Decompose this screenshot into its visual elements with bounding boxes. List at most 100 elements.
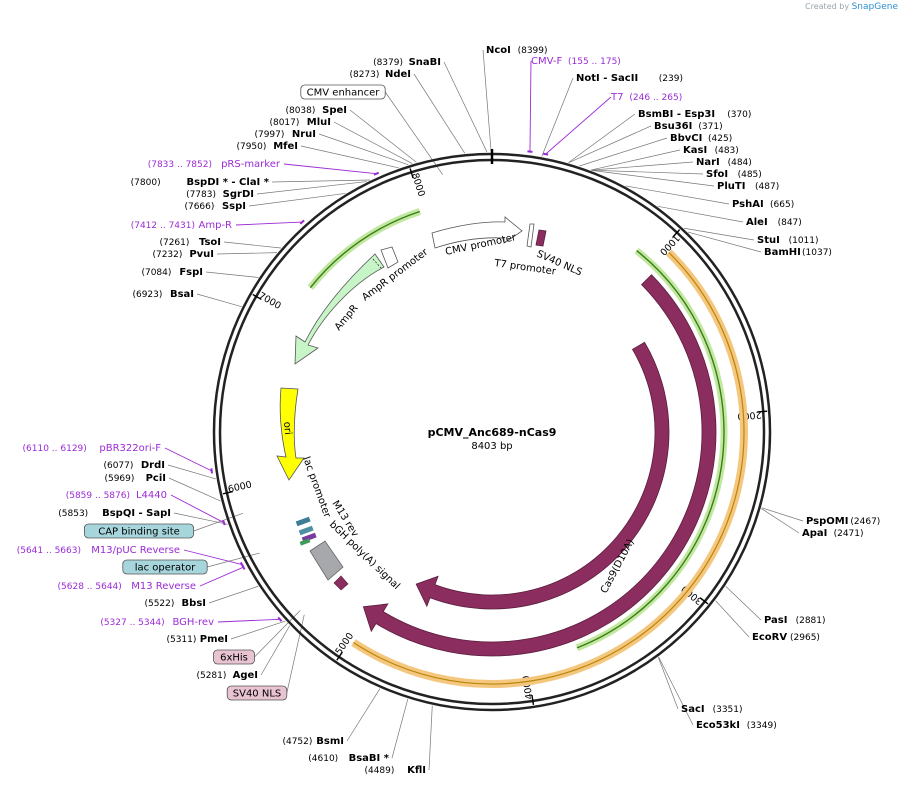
feature-box-text: CAP binding site — [98, 527, 180, 538]
restriction-site[interactable]: BbvCI(425) — [670, 133, 732, 144]
site-name: Bsu36I — [654, 121, 692, 132]
restriction-site[interactable]: PshAI(665) — [732, 199, 794, 210]
restriction-site[interactable]: Bsu36I(371) — [654, 121, 723, 132]
restriction-site[interactable]: SgrDI(7783) — [186, 189, 254, 200]
site-leader-line — [167, 464, 217, 480]
feature-box-label[interactable]: SV40 NLS — [226, 685, 288, 701]
cas9-arrow[interactable] — [415, 341, 670, 610]
restriction-site[interactable]: NarI(484) — [696, 157, 752, 168]
restriction-site[interactable]: AleI(847) — [746, 217, 802, 228]
restriction-site[interactable]: PmeI(5311) — [166, 634, 228, 645]
orange-band-line — [353, 252, 745, 685]
site-leader-line — [318, 133, 409, 166]
restriction-site[interactable]: PluTI(487) — [717, 181, 779, 192]
restriction-site[interactable]: DrdI(6077) — [103, 460, 165, 471]
site-position: (8273) — [349, 70, 379, 80]
ori-arrow[interactable] — [276, 387, 305, 481]
site-leader-line — [248, 193, 346, 207]
primer[interactable]: Amp-R(7412 .. 7431) — [131, 219, 305, 231]
lac-promoter-marker[interactable] — [299, 538, 311, 546]
sv40-nls-marker[interactable] — [535, 229, 547, 247]
primer[interactable]: L4440(5859 .. 5876) — [66, 490, 226, 526]
restriction-site[interactable]: FspI(7084) — [141, 267, 203, 278]
feature-box — [84, 523, 194, 539]
bgh-polya-box[interactable] — [309, 540, 344, 581]
restriction-site[interactable]: AgeI(5281) — [196, 670, 258, 681]
restriction-site[interactable]: PciI(5969) — [104, 473, 166, 484]
restriction-site[interactable]: SnaBI(8379) — [373, 57, 441, 68]
feature-box-label[interactable]: 6xHis — [213, 649, 255, 665]
restriction-site[interactable]: Eco53kI(3349) — [696, 720, 777, 731]
restriction-site[interactable]: PasI(2881) — [764, 615, 826, 626]
primer-name: M13/pUC Reverse — [91, 545, 180, 556]
restriction-site[interactable]: NdeI (8273) — [349, 69, 411, 80]
ampr-promoter-arrow[interactable] — [380, 246, 399, 269]
primer[interactable]: BGH-rev(5327 .. 5344) — [100, 616, 283, 628]
restriction-site[interactable]: SpeI(8038) — [285, 105, 347, 116]
primer-tick — [527, 150, 533, 153]
restriction-site[interactable]: SspI(7666) — [184, 201, 246, 212]
site-position: (239) — [659, 74, 683, 84]
site-position: (5969) — [104, 474, 134, 484]
site-leader-line — [591, 161, 694, 171]
restriction-site[interactable]: MluI(8017) — [269, 117, 331, 128]
restriction-site[interactable]: BsaI(6923) — [132, 289, 194, 300]
site-leader-line — [658, 656, 694, 726]
lac-operator-marker[interactable] — [298, 525, 314, 536]
restriction-site[interactable]: StuI(1011) — [757, 235, 819, 246]
restriction-site[interactable]: SfoI(485) — [706, 169, 762, 180]
restriction-site[interactable]: BspQI - SapI(5853) — [58, 508, 171, 519]
cmv-promoter-arrow[interactable] — [431, 216, 523, 249]
primer[interactable]: CMV-F(155 .. 175) — [527, 56, 621, 153]
restriction-site[interactable]: NcoI(8399) — [486, 45, 548, 56]
site-name: KasI — [683, 145, 707, 156]
restriction-site[interactable]: KasI(483) — [683, 145, 739, 156]
feature-box-label[interactable]: lac operator — [122, 559, 208, 575]
feature-box-label[interactable]: CMV enhancer — [300, 84, 386, 100]
site-name: MfeI — [273, 141, 298, 152]
primer-name: BGH-rev — [172, 617, 214, 628]
restriction-site[interactable]: BspDI * - ClaI *(7800) — [131, 177, 270, 188]
site-leader-line — [300, 145, 400, 169]
site-position: (8017) — [269, 118, 299, 128]
cas9-d10a-arrow[interactable] — [362, 274, 717, 657]
site-leader-line — [196, 293, 242, 307]
restriction-site[interactable]: PspOMI(2467) — [806, 516, 880, 527]
site-leader-line — [443, 61, 488, 153]
restriction-site[interactable]: EcoRV(2965) — [752, 632, 820, 643]
restriction-site[interactable]: KflI(4489) — [364, 765, 426, 776]
primer[interactable]: pBR322ori-F(6110 .. 6129) — [23, 443, 214, 474]
site-position: (6923) — [132, 290, 162, 300]
ampr-arrow[interactable] — [294, 253, 385, 365]
restriction-site[interactable]: ApaI(2471) — [802, 528, 864, 539]
restriction-site[interactable]: SacI(3351) — [681, 704, 743, 715]
restriction-site[interactable]: NotI - SacII(239) — [576, 73, 683, 84]
primer-name: Amp-R — [199, 220, 233, 231]
restriction-site[interactable]: NruI(7997) — [254, 129, 316, 140]
site-name: PspOMI — [806, 516, 848, 527]
feature-box-label[interactable]: CAP binding site — [84, 523, 194, 539]
restriction-site[interactable]: TsoI(7261) — [159, 237, 221, 248]
tick-mark — [252, 293, 262, 301]
t7-promoter-marker[interactable] — [526, 223, 535, 248]
primer[interactable]: T7(246 .. 265) — [542, 92, 682, 156]
site-position: (8399) — [518, 46, 548, 56]
site-leader-line — [391, 698, 409, 759]
primer-range: (155 .. 175) — [568, 57, 621, 67]
primer-name: M13 Reverse — [131, 581, 196, 592]
restriction-site[interactable]: BsmBI - Esp3I(370) — [638, 109, 751, 120]
restriction-site[interactable]: BbsI(5522) — [144, 598, 206, 609]
primer[interactable]: M13 Reverse(5628 .. 5644) — [58, 564, 246, 592]
site-position: (4610) — [308, 754, 338, 764]
restriction-site[interactable]: PvuI(7232) — [152, 249, 214, 260]
his-nls-marker[interactable] — [333, 575, 349, 591]
site-name: NdeI — [385, 69, 411, 80]
restriction-site[interactable]: BamHI(1037) — [764, 247, 832, 258]
feature-box-text: SV40 NLS — [233, 689, 282, 700]
restriction-site[interactable]: BsaBI *(4610) — [308, 753, 389, 764]
restriction-site[interactable]: BsmI(4752) — [282, 736, 344, 747]
feature-box — [226, 685, 288, 701]
restriction-site[interactable]: MfeI(7950) — [236, 141, 298, 152]
primer[interactable]: pRS-marker(7833 .. 7852) — [148, 159, 380, 176]
cap-binding-marker[interactable] — [295, 516, 311, 527]
